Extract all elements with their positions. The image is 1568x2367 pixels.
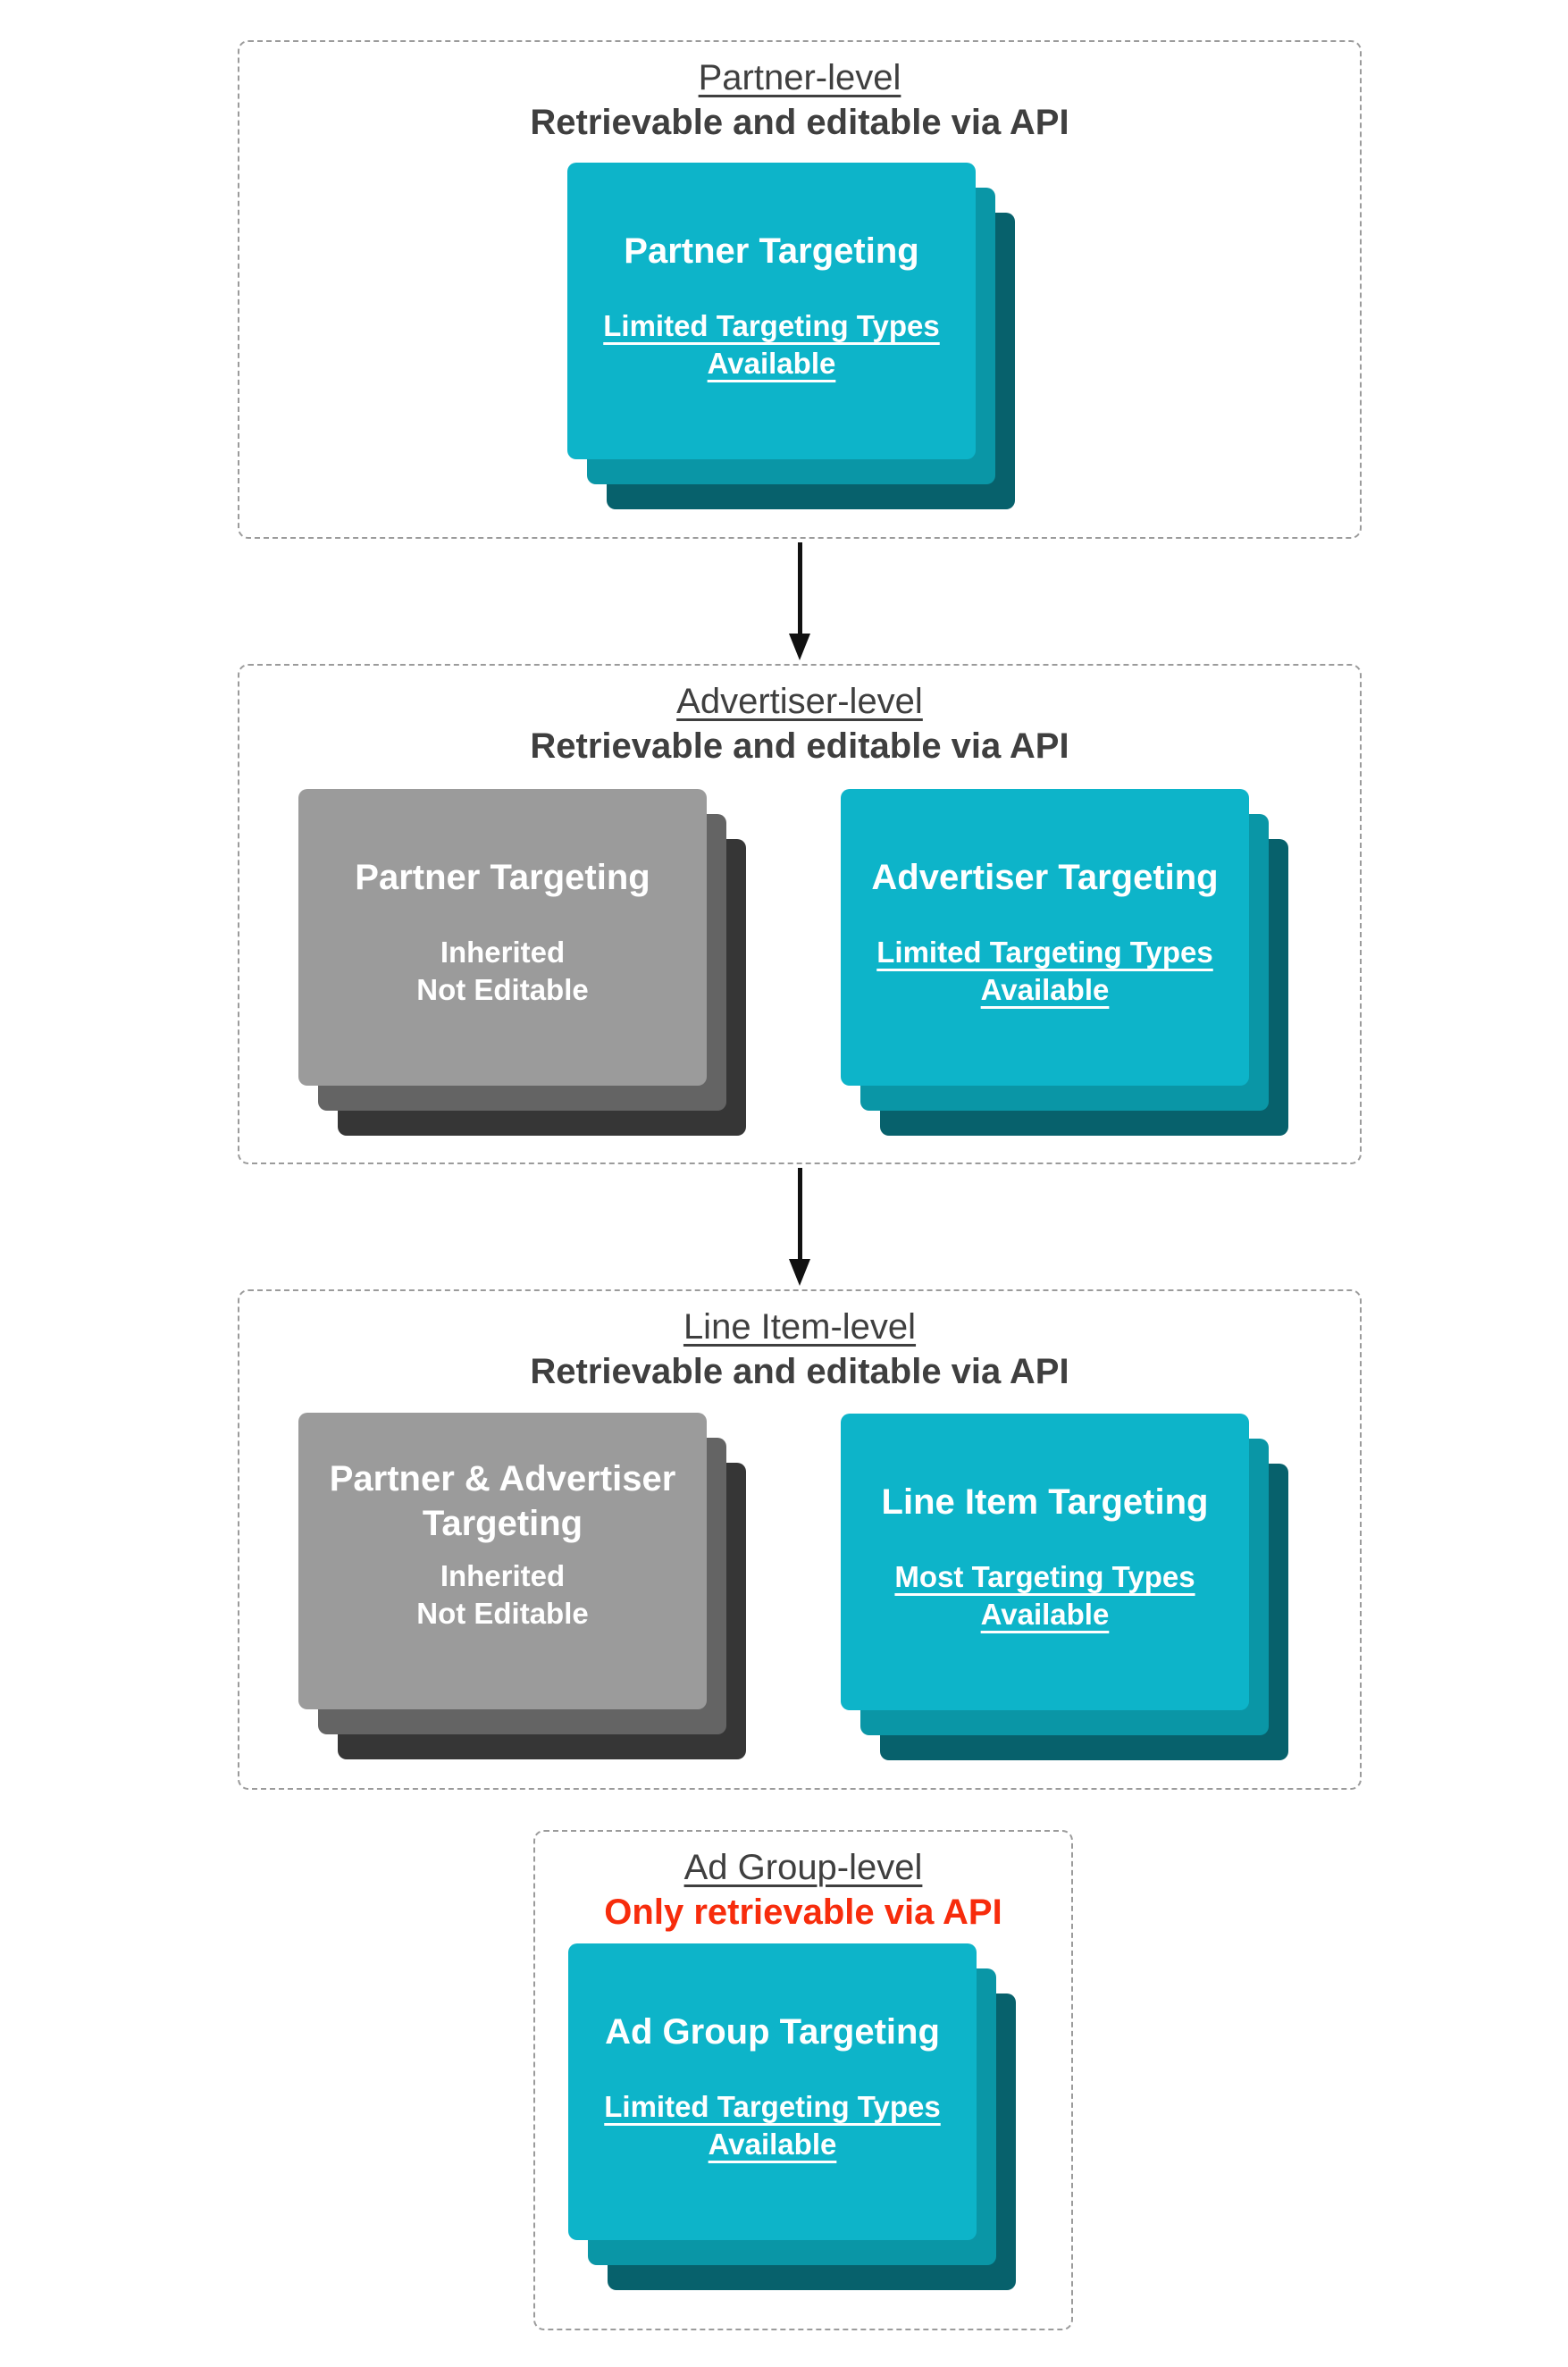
card-title-line: Partner Targeting: [355, 858, 650, 897]
card-body: Limited Targeting Types Available: [603, 307, 940, 382]
section-header: Ad Group-level Only retrievable via API: [535, 1832, 1071, 1934]
card-title-line: Partner Targeting: [624, 231, 919, 271]
card-title: Advertiser Targeting: [871, 830, 1218, 925]
card-body-line: Available: [980, 1598, 1110, 1631]
card-title-line: Targeting: [422, 1504, 583, 1543]
card-face: Partner Targeting Inherited Not Editable: [298, 789, 707, 1086]
inherited-partner-targeting-card: Partner Targeting Inherited Not Editable: [298, 789, 746, 1136]
card-title: Partner & Advertiser Targeting: [330, 1454, 676, 1549]
card-title: Partner Targeting: [355, 830, 650, 925]
section-subtitle: Retrievable and editable via API: [530, 726, 1069, 766]
card-body-line: Most Targeting Types: [894, 1560, 1195, 1593]
card-title-line: Partner & Advertiser: [329, 1459, 676, 1498]
card-body-line: Limited Targeting Types: [603, 309, 940, 342]
arrow-head-icon: [789, 1259, 810, 1286]
card-title-line: Advertiser Targeting: [871, 858, 1219, 897]
section-header: Partner-level Retrievable and editable v…: [239, 42, 1360, 144]
line-item-targeting-card: Line Item Targeting Most Targeting Types…: [841, 1414, 1288, 1760]
card-face: Ad Group Targeting Limited Targeting Typ…: [568, 1943, 977, 2240]
card-body-line: Available: [707, 347, 836, 380]
card-body-line: Available: [980, 973, 1110, 1006]
section-title: Advertiser-level: [676, 682, 923, 721]
card-body: Limited Targeting Types Available: [604, 2088, 941, 2163]
card-body: Limited Targeting Types Available: [876, 934, 1213, 1009]
section-ad-group-level: Ad Group-level Only retrievable via API …: [533, 1830, 1073, 2330]
ad-group-targeting-card: Ad Group Targeting Limited Targeting Typ…: [568, 1943, 1016, 2290]
card-face: Partner Targeting Limited Targeting Type…: [567, 163, 976, 459]
card-title: Partner Targeting: [624, 204, 918, 298]
section-advertiser-level: Advertiser-level Retrievable and editabl…: [238, 664, 1362, 1164]
section-subtitle: Retrievable and editable via API: [530, 1352, 1069, 1391]
card-title-line: Line Item Targeting: [881, 1482, 1209, 1522]
card-face: Advertiser Targeting Limited Targeting T…: [841, 789, 1249, 1086]
card-body: Inherited Not Editable: [416, 1557, 589, 1633]
card-body-line: Limited Targeting Types: [604, 2090, 941, 2123]
section-subtitle: Retrievable and editable via API: [530, 103, 1069, 142]
card-face: Partner & Advertiser Targeting Inherited…: [298, 1413, 707, 1709]
section-title: Ad Group-level: [683, 1848, 923, 1887]
section-title: Partner-level: [698, 58, 901, 97]
card-body: Inherited Not Editable: [416, 934, 589, 1009]
partner-targeting-card: Partner Targeting Limited Targeting Type…: [567, 163, 1015, 509]
card-body-line: Inherited: [440, 936, 566, 969]
arrow-shaft: [797, 542, 802, 634]
inherited-partner-advertiser-targeting-card: Partner & Advertiser Targeting Inherited…: [298, 1413, 746, 1759]
card-title: Line Item Targeting: [882, 1455, 1209, 1549]
card-title: Ad Group Targeting: [605, 1985, 940, 2079]
card-body-line: Available: [708, 2128, 837, 2161]
advertiser-targeting-card: Advertiser Targeting Limited Targeting T…: [841, 789, 1288, 1136]
card-face: Line Item Targeting Most Targeting Types…: [841, 1414, 1249, 1710]
card-body: Most Targeting Types Available: [894, 1558, 1195, 1633]
section-subtitle: Only retrievable via API: [604, 1893, 1002, 1932]
section-line-item-level: Line Item-level Retrievable and editable…: [238, 1289, 1362, 1790]
arrow-partner-to-advertiser: [789, 542, 810, 660]
card-body-line: Not Editable: [416, 973, 589, 1006]
card-body-line: Inherited: [440, 1559, 566, 1592]
section-header: Advertiser-level Retrievable and editabl…: [239, 666, 1360, 768]
arrow-head-icon: [789, 634, 810, 660]
section-header: Line Item-level Retrievable and editable…: [239, 1291, 1360, 1393]
arrow-advertiser-to-lineitem: [789, 1168, 810, 1286]
arrow-shaft: [797, 1168, 802, 1259]
section-title: Line Item-level: [683, 1307, 917, 1347]
card-title-line: Ad Group Targeting: [605, 2012, 940, 2052]
section-partner-level: Partner-level Retrievable and editable v…: [238, 40, 1362, 539]
card-body-line: Limited Targeting Types: [876, 936, 1213, 969]
card-body-line: Not Editable: [416, 1597, 589, 1630]
